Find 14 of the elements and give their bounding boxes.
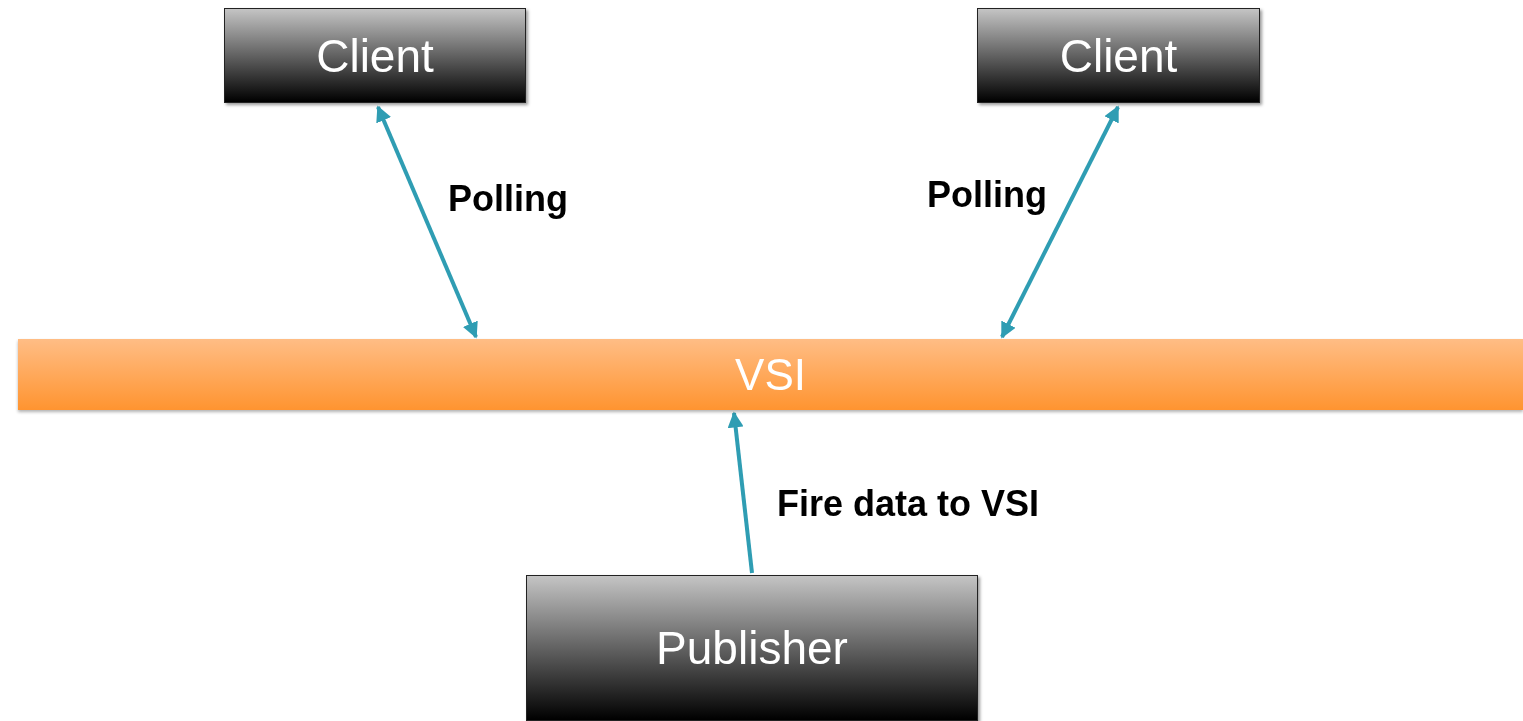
node-label: Client bbox=[1059, 28, 1178, 83]
arrow bbox=[727, 411, 754, 574]
double-arrow bbox=[1000, 105, 1120, 339]
process-box bbox=[526, 575, 978, 721]
edge-label: Fire data to VSI bbox=[777, 483, 1040, 525]
edge-label: Polling bbox=[448, 178, 568, 220]
node-label: VSI bbox=[735, 349, 806, 400]
process-box bbox=[224, 8, 526, 103]
double-arrow bbox=[376, 105, 478, 339]
edge-label: Polling bbox=[927, 174, 1047, 216]
node-label: Client bbox=[316, 28, 434, 83]
node-label: Publisher bbox=[656, 621, 848, 675]
process-box bbox=[977, 8, 1260, 103]
bus-band bbox=[18, 339, 1523, 410]
